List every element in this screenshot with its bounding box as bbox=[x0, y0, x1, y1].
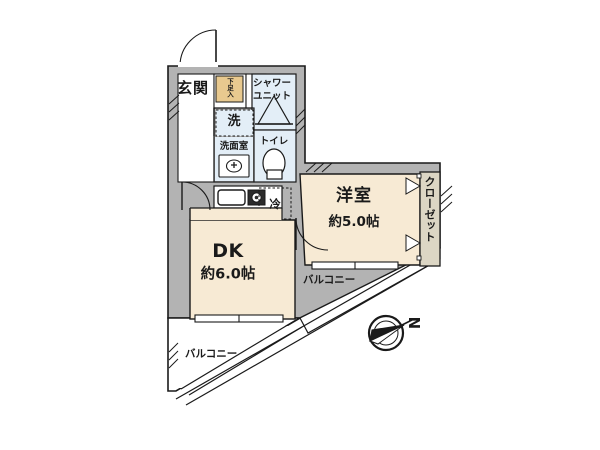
balcony-south bbox=[176, 319, 303, 396]
room-toilet bbox=[253, 129, 297, 183]
window-hatch-right-upper bbox=[295, 108, 306, 135]
closet bbox=[405, 171, 441, 267]
window-hatch-closet-right bbox=[440, 185, 453, 213]
compass-rose bbox=[367, 314, 413, 352]
window-hatch-yoshitsu-top bbox=[305, 162, 333, 173]
room-senmenjo bbox=[213, 107, 255, 183]
dk-balcony-window bbox=[194, 314, 284, 323]
shoe-box bbox=[215, 75, 244, 103]
entrance-door bbox=[178, 29, 218, 67]
genkan-door bbox=[181, 181, 211, 211]
yoshitsu-door bbox=[295, 217, 329, 251]
washer-space bbox=[215, 109, 254, 137]
room-shower-unit bbox=[251, 73, 297, 131]
yoshitsu-balcony-window bbox=[311, 261, 399, 270]
kitchen-counter bbox=[213, 185, 283, 209]
outer-boundary bbox=[175, 247, 441, 406]
window-hatch-left bbox=[168, 94, 180, 121]
room-yoshitsu bbox=[299, 173, 421, 266]
window-hatch-balcony-left bbox=[168, 342, 179, 369]
room-dk bbox=[189, 207, 296, 320]
